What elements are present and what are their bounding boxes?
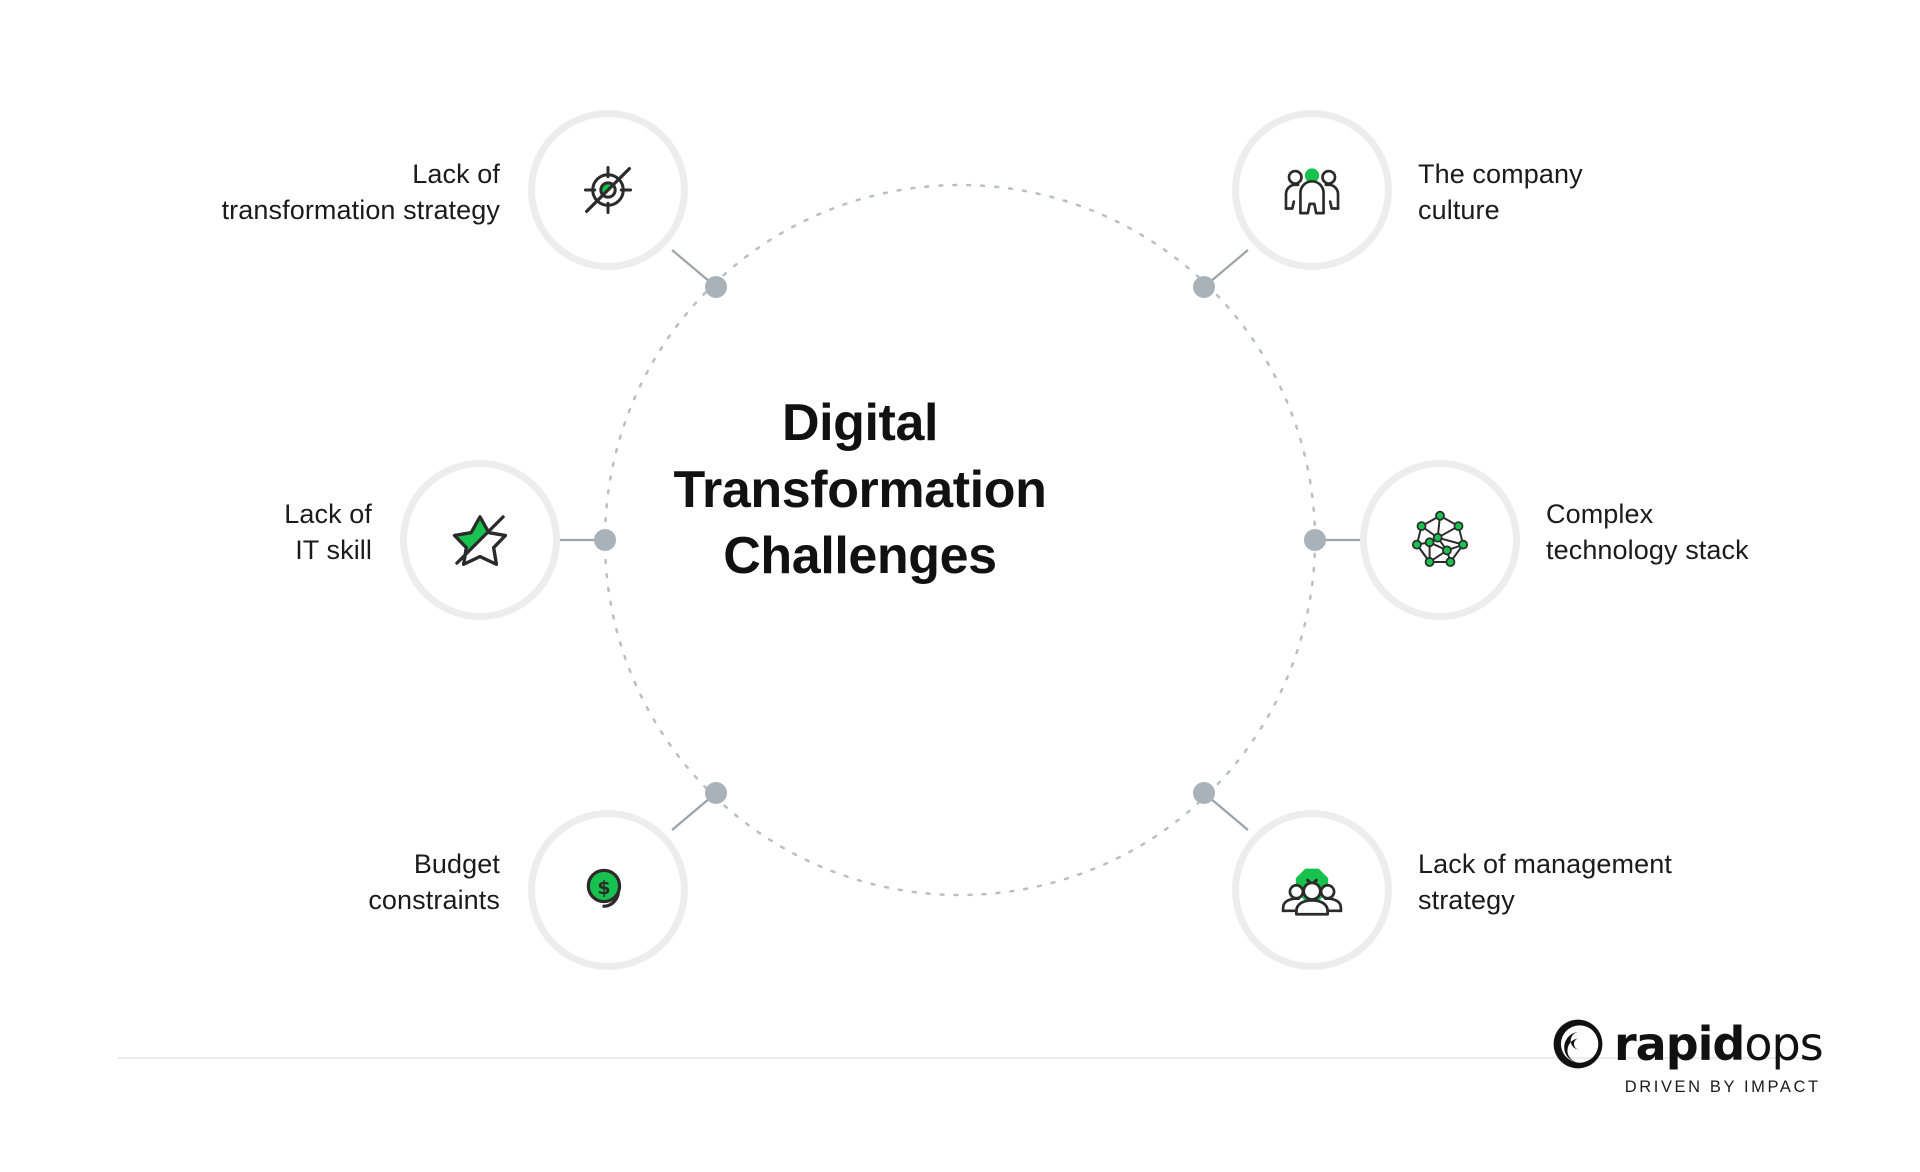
node-label-line-1: Lack of [284,499,372,529]
node-label-budget-constraints: Budget constraints [120,846,500,919]
node-label-the-company-culture: The company culture [1418,156,1858,229]
node-label-line-2: strategy [1418,885,1515,916]
orbit-dot-5 [705,782,727,804]
orbit-dot-3 [1304,529,1326,551]
center-title-line-2: Transformation [673,460,1047,519]
node-label-lack-of-transformation-strategy: Lack of transformation strategy [60,156,500,229]
node-label-line-2: constraints [368,885,500,916]
logo-wordmark: rapidops [1614,1021,1824,1067]
connector-line-1 [671,249,717,288]
star-off-icon [452,515,508,566]
svg-text:$: $ [597,877,610,899]
connector-line-5 [671,792,717,831]
logo-tagline: DRIVEN BY IMPACT [1624,1078,1821,1096]
spiral-swirl-icon [1553,1019,1603,1069]
node-label-line-1: Lack of management [1418,849,1672,879]
center-title-line-3: Challenges [723,527,997,586]
center-title-line-1: Digital [781,394,939,452]
node-circle-lack-of-transformation-strategy[interactable] [528,110,688,270]
orbit-dot-2 [1193,276,1215,298]
orbit-dot-4 [1193,782,1215,804]
logo-row: rapidops [1552,1018,1824,1070]
node-label-lack-of-management-strategy: Lack of management strategy [1418,846,1878,919]
rapidops-logo: rapidops DRIVEN BY IMPACT [1552,1018,1824,1097]
node-label-complex-technology-stack: Complex technology stack [1546,496,1920,569]
node-label-line-2: culture [1418,195,1500,226]
node-label-line-1: Budget [413,849,500,879]
connector-line-2 [1203,249,1249,288]
orbit-dot-6 [594,529,616,551]
node-label-line-2: IT skill [295,535,372,566]
connector-line-4 [1203,792,1249,831]
node-circle-budget-constraints[interactable]: $ [528,810,688,970]
node-circle-lack-of-it-skill[interactable] [400,460,560,620]
node-circle-complex-technology-stack[interactable] [1360,460,1520,620]
node-label-line-2: technology stack [1546,535,1749,566]
node-circle-the-company-culture[interactable] [1232,110,1392,270]
node-label-line-1: Lack of [412,159,500,189]
people-group-icon [1284,168,1340,215]
node-circle-lack-of-management-strategy[interactable] [1232,810,1392,970]
dollar-coin-icon: $ [586,868,622,908]
network-nodes-icon [1411,510,1469,567]
team-blocked-icon [1281,868,1343,916]
footer-divider [118,1057,1808,1059]
node-label-line-2: transformation strategy [221,195,500,226]
center-title: Digital Transformation Challenges [640,390,1080,590]
target-off-icon [583,165,633,215]
node-label-line-1: The company [1418,159,1583,189]
node-label-lack-of-it-skill: Lack of IT skill [100,496,372,569]
logo-word-light: ops [1744,1017,1823,1071]
logo-word-bold: rapid [1614,1017,1745,1071]
orbit-dot-1 [705,276,727,298]
node-label-line-1: Complex [1546,499,1654,529]
